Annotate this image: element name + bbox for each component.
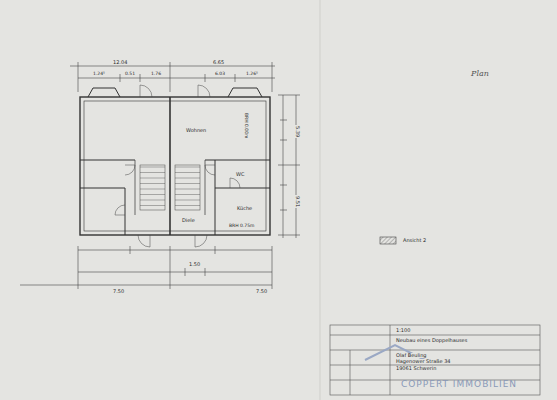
dimension: 7.50: [112, 289, 125, 294]
dimension: 9.51: [295, 195, 300, 208]
dimension: 1.24⁵: [92, 72, 106, 77]
dimension: 1.26⁵: [245, 72, 259, 77]
scale: 1:100: [395, 328, 411, 333]
room-name: Wohnen: [185, 128, 207, 133]
sill-height: BRH 0.00m: [244, 112, 249, 139]
dimension: 1.50: [188, 262, 201, 267]
dimension: 12.04: [112, 60, 128, 65]
dimension: 6.03: [214, 72, 226, 77]
handwritten-note: Plan: [470, 70, 490, 78]
room-name: Küche: [236, 206, 253, 211]
address: 19061 Schwerin: [395, 366, 437, 371]
dimension: 0.51: [124, 72, 136, 77]
room-name: WC: [235, 172, 245, 177]
watermark: COPPERT IMMOBILIEN: [400, 380, 518, 389]
dimension: 1.76: [150, 72, 162, 77]
sill-height: BRH 0.75m: [228, 224, 255, 229]
address: Hagenower Straße 34: [395, 359, 452, 364]
legend-text: Ansicht 2: [402, 238, 427, 243]
legend-swatch: [380, 237, 396, 244]
dimension: 6.65: [212, 60, 225, 65]
room-name: Diele: [181, 218, 196, 223]
dimension: 7.50: [255, 289, 268, 294]
project-title: Neubau eines Doppelhauses: [395, 338, 468, 343]
dimension: 5.39: [295, 125, 300, 138]
architect-name: Olaf Beuling: [395, 353, 428, 358]
